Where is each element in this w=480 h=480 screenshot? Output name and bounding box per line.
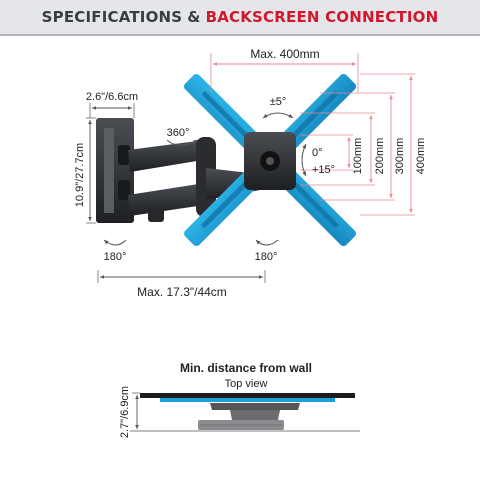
wall-distance-subtitle: Top view: [225, 378, 268, 390]
header-title-backscreen: BACKSCREEN CONNECTION: [205, 8, 439, 26]
top-view-section: Min. distance from wall Top view 2.7"/6.…: [119, 361, 360, 438]
vesa-height-200: 200mm: [374, 138, 386, 175]
rotation-360-indicator: 360°: [167, 127, 199, 146]
vesa-height-400: 400mm: [415, 138, 427, 175]
section-header: SPECIFICATIONS & BACKSCREEN CONNECTION: [0, 0, 480, 36]
max-extension-dimension: Max. 17.3"/44cm: [97, 270, 266, 299]
mount-top-view: [198, 403, 300, 430]
vesa-height-300: 300mm: [394, 138, 406, 175]
vesa-height-100: 100mm: [352, 138, 364, 175]
wall-distance-label: 2.7"/6.9cm: [119, 386, 131, 438]
wall-distance-title: Min. distance from wall: [180, 361, 312, 375]
wall-plate-height-dimension: 10.9"/27.7cm: [74, 117, 96, 224]
tv-panel-top-view: [140, 393, 355, 402]
wall-distance-dimension: 2.7"/6.9cm: [119, 386, 140, 438]
vesa-height-dimensions: 100mm 200mm 300mm 400mm: [300, 73, 427, 216]
swivel-left-indicator: 180°: [104, 239, 127, 263]
wall-plate-height-label: 10.9"/27.7cm: [74, 143, 86, 207]
bracket-center-plate: [244, 132, 296, 190]
header-ampersand: &: [187, 8, 201, 26]
wall-plate-depth-dimension: 2.6"/6.6cm: [86, 91, 138, 118]
swivel-left-label: 180°: [104, 251, 127, 263]
max-width-dimension: Max. 400mm: [210, 47, 359, 92]
tilt-top-label: 0°: [312, 147, 323, 159]
level-indicator: ±5°: [262, 96, 294, 119]
vesa-bracket: [183, 73, 357, 247]
rotation-360-label: 360°: [167, 127, 190, 139]
max-width-label: Max. 400mm: [250, 47, 319, 61]
swivel-right-label: 180°: [255, 251, 278, 263]
max-extension-label: Max. 17.3"/44cm: [137, 285, 227, 299]
level-label: ±5°: [270, 96, 287, 108]
wall-plate-depth-label: 2.6"/6.6cm: [86, 91, 138, 103]
wall-plate: [96, 118, 134, 223]
tilt-bottom-label: +15°: [312, 164, 335, 176]
swivel-right-indicator: 180°: [255, 239, 279, 263]
tilt-indicator: 0° +15°: [301, 143, 335, 177]
header-title-specifications: SPECIFICATIONS: [41, 8, 183, 26]
